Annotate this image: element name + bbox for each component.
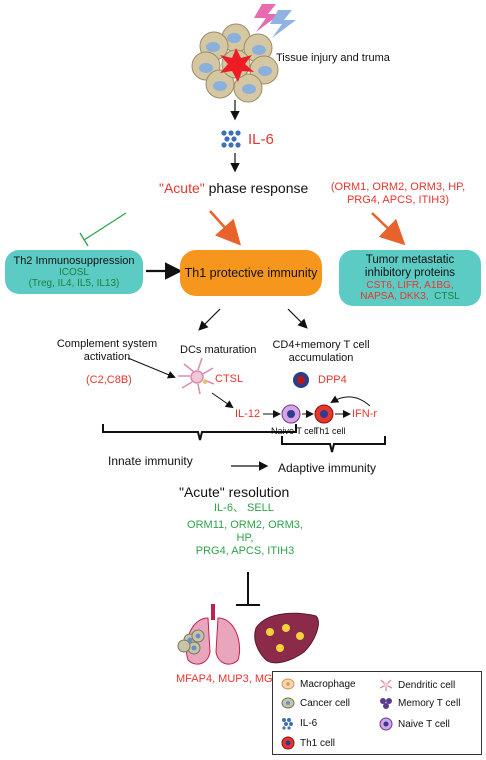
tumor-red2: NAPSA, DKK3,: [360, 291, 429, 302]
legend-il6-label: IL-6: [300, 717, 318, 729]
legend-cancer: Cancer cell: [281, 697, 350, 709]
memory-legend-icon: [380, 698, 392, 709]
naive-legend-icon: [379, 717, 393, 731]
th2-box: Th2 Immunosuppression ICOSL (Treg, IL4, …: [5, 250, 143, 294]
legend-macrophage-label: Macrophage: [300, 678, 356, 690]
cd4-line1: CD4+memory T cell: [272, 339, 370, 351]
acute-phase-title: "Acute" phase response: [159, 180, 308, 196]
brace-innate: [102, 424, 297, 441]
tissue-injury-icon: [191, 23, 279, 103]
acute-proteins-line1: (ORM1, ORM2, ORM3, HP,: [330, 181, 466, 193]
lungs-icon: [177, 604, 241, 665]
complement-label: Complement system activation: [52, 338, 162, 364]
tumor-title2: inhibitory proteins: [364, 267, 456, 279]
cancer-cell-icon: [281, 697, 295, 709]
adaptive-label: Adaptive immunity: [278, 461, 377, 475]
th1-cell-icon: [314, 404, 334, 424]
acute-quote: "Acute": [159, 180, 205, 196]
macrophage-icon: [281, 678, 295, 690]
inhibit-arrow-th2: [79, 212, 127, 247]
legend-dendritic-label: Dendritic cell: [398, 679, 456, 691]
brace-adaptive: [281, 436, 386, 453]
th1-box: Th1 protective immunity: [180, 250, 322, 296]
arrow-th1-cd4: [287, 308, 308, 329]
complement-line2: activation: [83, 351, 131, 363]
legend-dendritic: Dendritic cell: [379, 678, 455, 692]
tissue-injury-label: Tissue injury and truma: [276, 52, 390, 64]
arrow-th1-dcs: [198, 308, 221, 331]
dendritic-cell-icon: [178, 357, 215, 395]
legend-macrophage: Macrophage: [281, 678, 356, 690]
arrow-complement-dc: [127, 357, 176, 379]
acute-proteins: (ORM1, ORM2, ORM3, HP, PRG4, APCS, ITIH3…: [314, 181, 482, 207]
il6-legend-icon: [282, 718, 293, 730]
resolution-title: "Acute" resolution: [179, 484, 289, 500]
naive-cell-label: Naive T cell: [271, 426, 318, 436]
naive-t-cell-icon: [281, 404, 301, 424]
legend-memory: Memory T cell: [379, 697, 460, 709]
ifn-label: IFN-r: [352, 408, 378, 420]
resolution-rest: resolution: [224, 484, 290, 500]
th1-cell-label: Th1 cell: [314, 426, 346, 436]
arrow-dc-il12: [211, 392, 234, 409]
legend-naive-label: Naive T cell: [398, 718, 450, 730]
resolution-proteins: ORM11, ORM2, ORM3, HP, PRG4, APCS, ITIH3: [180, 519, 310, 558]
complement-genes: (C2,C8B): [86, 374, 132, 386]
arrow-acute-tumor: [371, 212, 406, 246]
complement-line1: Complement system: [56, 338, 158, 350]
tumor-green2: CTSL: [428, 291, 460, 302]
cd4-line2: accumulation: [288, 352, 354, 364]
memory-t-cell-icon: [293, 372, 309, 388]
resolution-line1: IL-6、 SELL: [214, 502, 274, 514]
acute-phase-rest: phase response: [204, 180, 309, 196]
tumor-red1: CST6, LIFR, A1BG,: [366, 280, 454, 291]
ctsl-label: CTSL: [215, 373, 244, 385]
dcs-label: DCs maturation: [180, 344, 257, 356]
arrow-acute-th1: [209, 210, 242, 246]
dendritic-legend-icon: [379, 679, 393, 691]
dpp4-label: DPP4: [318, 374, 347, 386]
inhibit-arrow-organs: [236, 572, 260, 606]
liver-icon: [254, 612, 319, 664]
tumor-line2: NAPSA, DKK3, CTSL: [360, 291, 459, 302]
th1-legend-icon: [281, 736, 295, 750]
il6-label: IL-6: [248, 131, 274, 148]
tumor-box: Tumor metastatic inhibitory proteins CST…: [339, 250, 481, 306]
cd4-label: CD4+memory T cell accumulation: [266, 339, 376, 365]
il6-icon: [221, 130, 241, 148]
legend-cancer-label: Cancer cell: [300, 697, 351, 709]
legend-th1-label: Th1 cell: [300, 737, 336, 749]
legend-naive: Naive T cell: [379, 717, 450, 731]
resolution-line2: ORM11, ORM2, ORM3, HP,: [187, 519, 303, 544]
legend: Macrophage Dendritic cell Cancer cell Me…: [272, 671, 482, 755]
resolution-quote: "Acute": [179, 484, 225, 500]
tumor-title1: Tumor metastatic: [365, 254, 455, 266]
resolution-line3: PRG4, APCS, ITIH3: [195, 545, 295, 557]
lightning-icon: [254, 4, 296, 38]
arrow-ifn-feedback: [330, 395, 371, 407]
th2-line2: (Treg, IL4, IL5, IL13): [28, 278, 120, 289]
th1-title: Th1 protective immunity: [184, 266, 318, 280]
th2-title: Th2 Immunosuppression: [13, 255, 135, 267]
th2-line1: ICOSL: [58, 267, 89, 278]
legend-memory-label: Memory T cell: [398, 697, 461, 709]
legend-il6: IL-6: [281, 717, 318, 730]
legend-th1: Th1 cell: [281, 736, 335, 750]
il12-label: IL-12: [235, 408, 261, 420]
innate-label: Innate immunity: [108, 454, 193, 468]
acute-proteins-line2: PRG4, APCS, ITIH3): [346, 194, 450, 206]
